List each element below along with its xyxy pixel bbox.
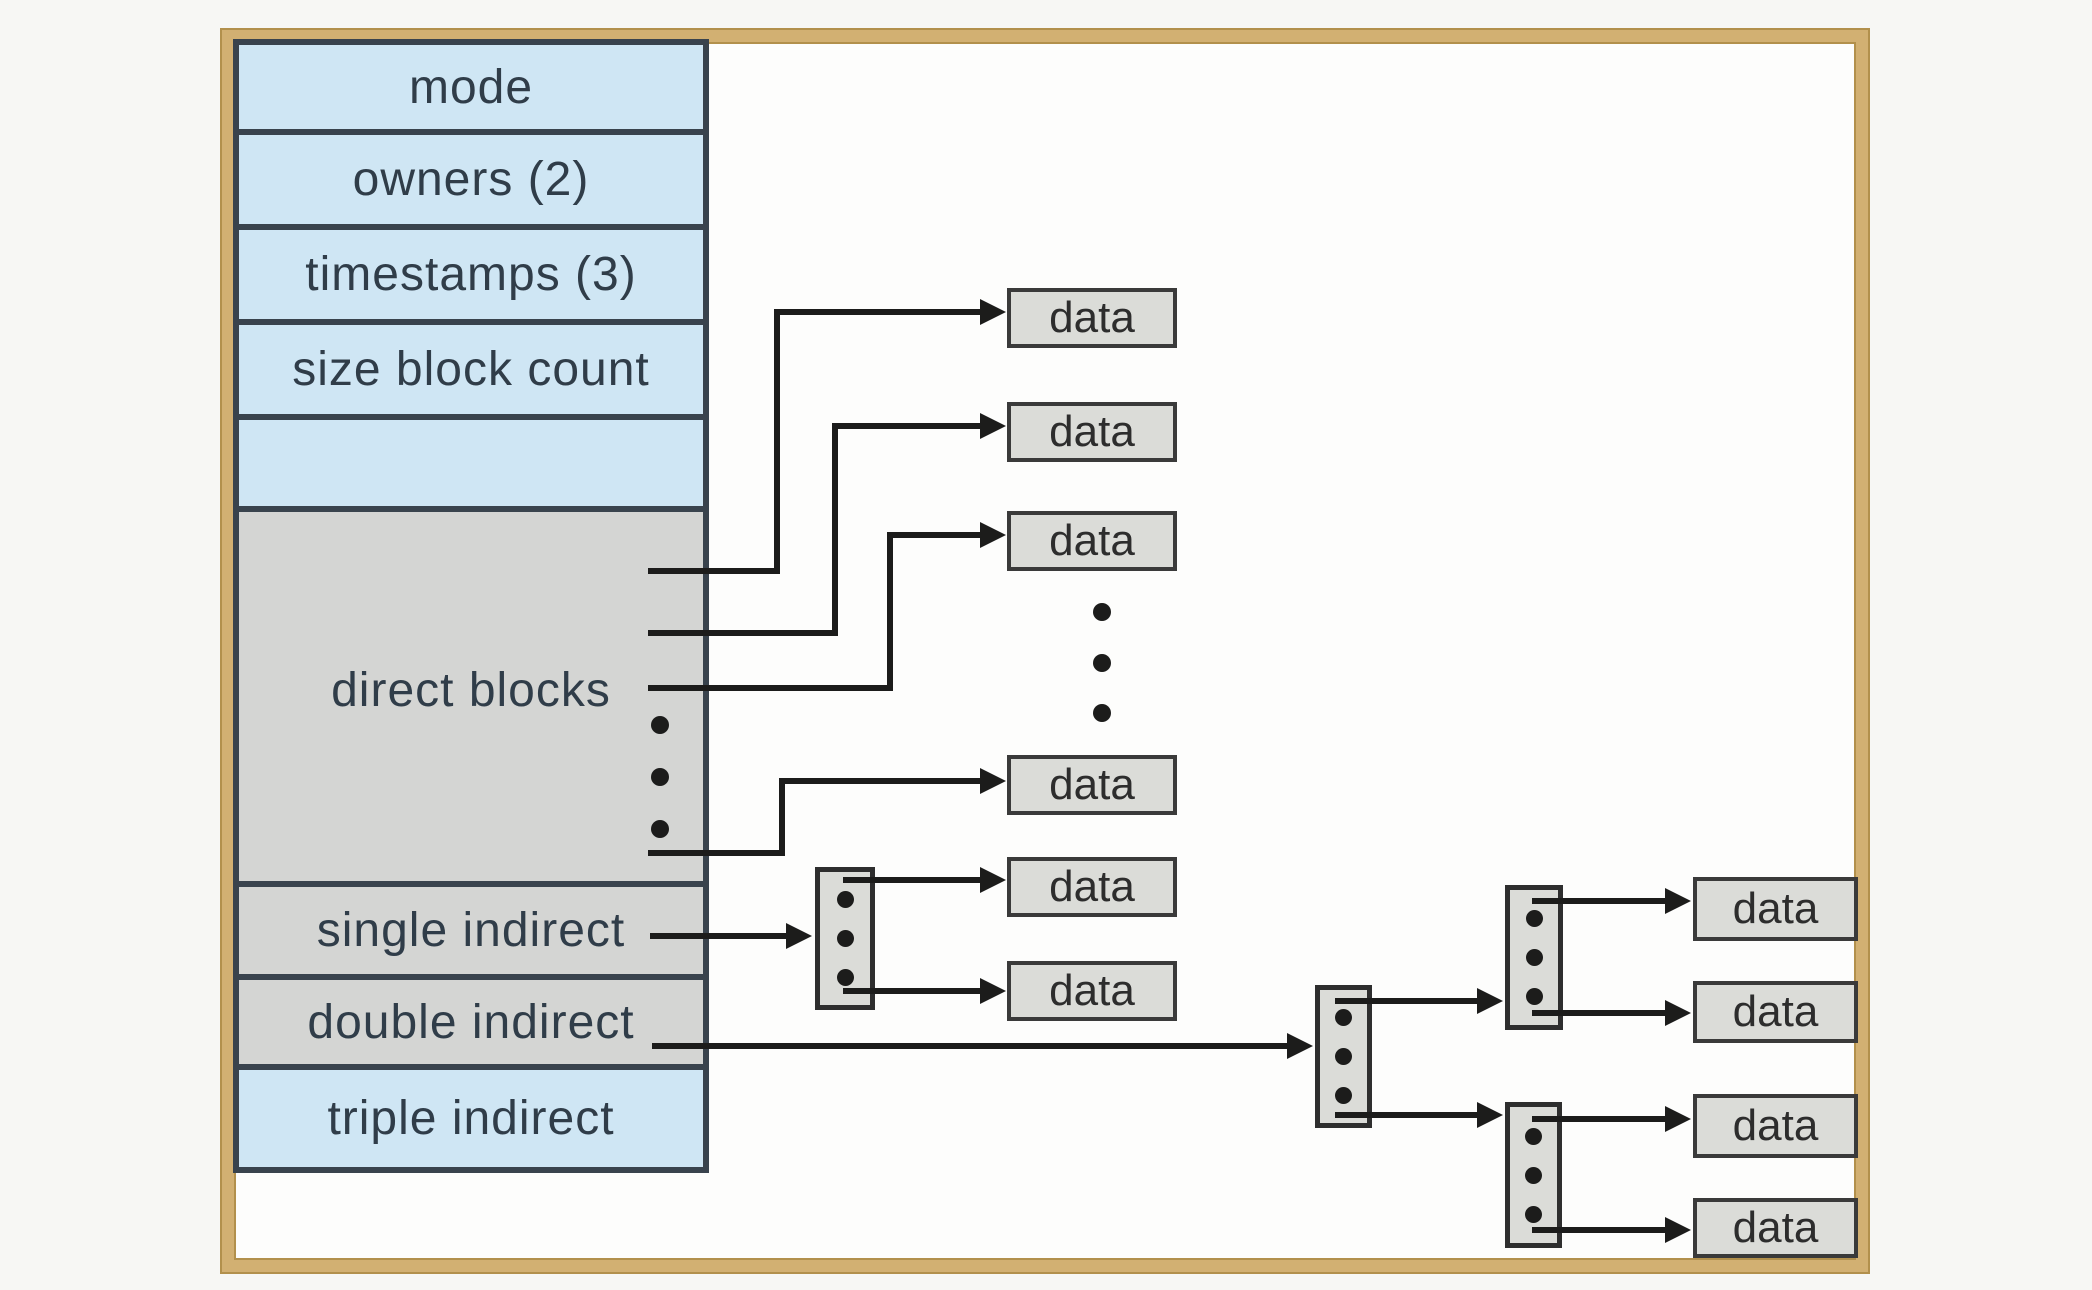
- inode-row-mode: mode: [239, 45, 703, 135]
- single-indirect-block: [815, 867, 875, 1010]
- data-block-label: data: [1049, 760, 1135, 809]
- row-label: size block count: [292, 343, 650, 396]
- row-label: mode: [408, 60, 534, 114]
- pointer-dot: [1335, 1009, 1352, 1026]
- data-block: data: [1007, 402, 1177, 462]
- inode-row-direct-blocks: direct blocks: [239, 512, 703, 887]
- second-level-indirect-block-upper: [1505, 885, 1563, 1030]
- data-block-label: data: [1732, 1203, 1819, 1252]
- pointer-dot: [1335, 1087, 1352, 1104]
- inode-row-double-indirect: double indirect: [239, 980, 703, 1070]
- data-block-label: data: [1732, 987, 1819, 1036]
- pointer-dot: [1525, 910, 1543, 927]
- row-label: single indirect: [316, 904, 626, 957]
- data-block: data: [1007, 511, 1177, 571]
- inode-row-triple-indirect: triple indirect: [239, 1070, 703, 1167]
- pointer-dot: [1525, 1205, 1542, 1223]
- inode-row-size-block-count: size block count: [239, 325, 703, 420]
- data-block-label: data: [1049, 293, 1135, 342]
- pointer-dot: [1525, 988, 1543, 1005]
- data-block-label: data: [1732, 1101, 1819, 1150]
- pointer-dot: [836, 969, 854, 986]
- pointer-dot: [1525, 1166, 1542, 1184]
- double-indirect-block: [1315, 985, 1372, 1128]
- data-block: data: [1693, 877, 1858, 941]
- pointer-dot: [1525, 1127, 1542, 1145]
- row-label: owners (2): [352, 153, 590, 206]
- row-label: direct blocks: [331, 664, 611, 717]
- data-block: data: [1693, 1198, 1858, 1258]
- data-block-label: data: [1049, 966, 1135, 1015]
- data-block: data: [1007, 755, 1177, 815]
- pointer-dot: [1335, 1048, 1352, 1065]
- inode-row-timestamps: timestamps (3): [239, 230, 703, 325]
- data-block: data: [1007, 857, 1177, 917]
- data-block: data: [1007, 288, 1177, 348]
- data-block: data: [1007, 961, 1177, 1021]
- row-label: timestamps (3): [305, 248, 637, 301]
- row-label: double indirect: [307, 995, 635, 1049]
- inode-row-owners: owners (2): [239, 135, 703, 230]
- inode-row-empty: [239, 420, 703, 512]
- pointer-dot: [1525, 949, 1543, 966]
- data-block-label: data: [1049, 862, 1135, 911]
- inode-row-single-indirect: single indirect: [239, 887, 703, 980]
- data-block: data: [1693, 981, 1858, 1043]
- data-block-label: data: [1049, 407, 1135, 456]
- pointer-dot: [836, 891, 854, 908]
- row-label: triple indirect: [327, 1092, 615, 1145]
- data-block-label: data: [1732, 884, 1819, 933]
- inode-table: mode owners (2) timestamps (3) size bloc…: [233, 39, 709, 1173]
- data-block: data: [1693, 1094, 1858, 1158]
- pointer-dot: [836, 930, 854, 947]
- second-level-indirect-block-lower: [1505, 1102, 1562, 1248]
- data-block-label: data: [1049, 516, 1135, 565]
